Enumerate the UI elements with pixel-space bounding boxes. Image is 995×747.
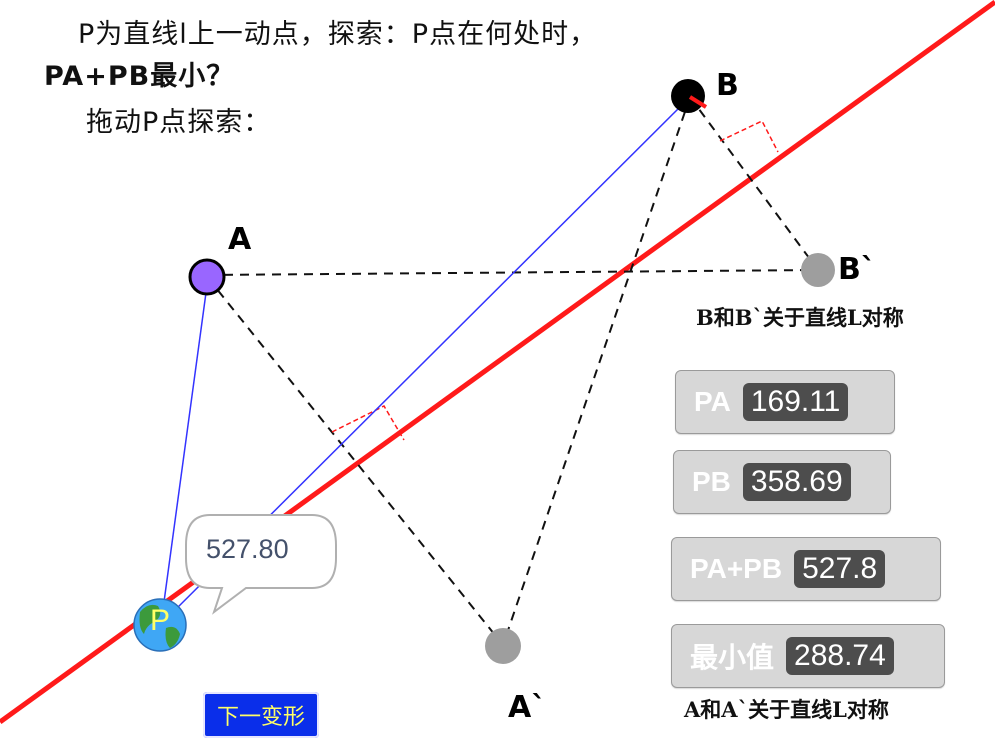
point-b[interactable]: [671, 79, 705, 113]
point-b-prime: [801, 253, 835, 287]
measure-pa-label: PA: [694, 386, 731, 417]
right-angle-marker-b: [719, 120, 779, 153]
label-a-prime: A`: [508, 690, 547, 725]
point-a[interactable]: [188, 258, 226, 296]
point-p-globe-icon[interactable]: [133, 598, 187, 652]
measure-pa: PA 169.11: [675, 370, 895, 434]
label-a: A: [228, 222, 252, 257]
next-variation-button[interactable]: 下一变形: [203, 692, 319, 738]
measure-min-value: 288.74: [786, 637, 894, 675]
measure-pb: PB 358.69: [673, 450, 891, 514]
measure-sum: PA+PB 527.8: [671, 537, 941, 601]
dashed-b-b-prime: [689, 96, 819, 271]
measure-min: 最小值 288.74: [671, 624, 945, 688]
dashed-a-a-prime: [207, 277, 504, 646]
bubble-value: 527.80: [206, 534, 289, 564]
segment-pa: [160, 277, 209, 625]
label-b: B: [716, 68, 739, 103]
problem-line-2: PA+PB最小？: [44, 61, 235, 92]
measure-pb-value: 358.69: [742, 463, 851, 501]
measure-min-label: 最小值: [690, 642, 775, 673]
value-bubble: [185, 514, 337, 615]
problem-line-1: P为直线l上一动点，探索：P点在何处时，: [78, 19, 598, 50]
point-a-prime: [485, 628, 521, 664]
problem-line-3: 拖动P点探索：: [86, 107, 272, 138]
right-angle-marker-a: [331, 405, 405, 441]
measure-sum-value: 527.8: [794, 550, 886, 588]
note-a-symmetry: A和A`关于直线L对称: [684, 697, 889, 722]
measure-pa-value: 169.11: [742, 383, 849, 421]
dashed-b-a-prime: [502, 96, 691, 646]
measure-sum-label: PA+PB: [690, 553, 783, 584]
label-b-prime: B`: [838, 252, 876, 287]
measure-pb-label: PB: [692, 466, 731, 497]
label-p: P: [150, 604, 171, 637]
note-b-symmetry: B和B`关于直线L对称: [696, 305, 904, 330]
